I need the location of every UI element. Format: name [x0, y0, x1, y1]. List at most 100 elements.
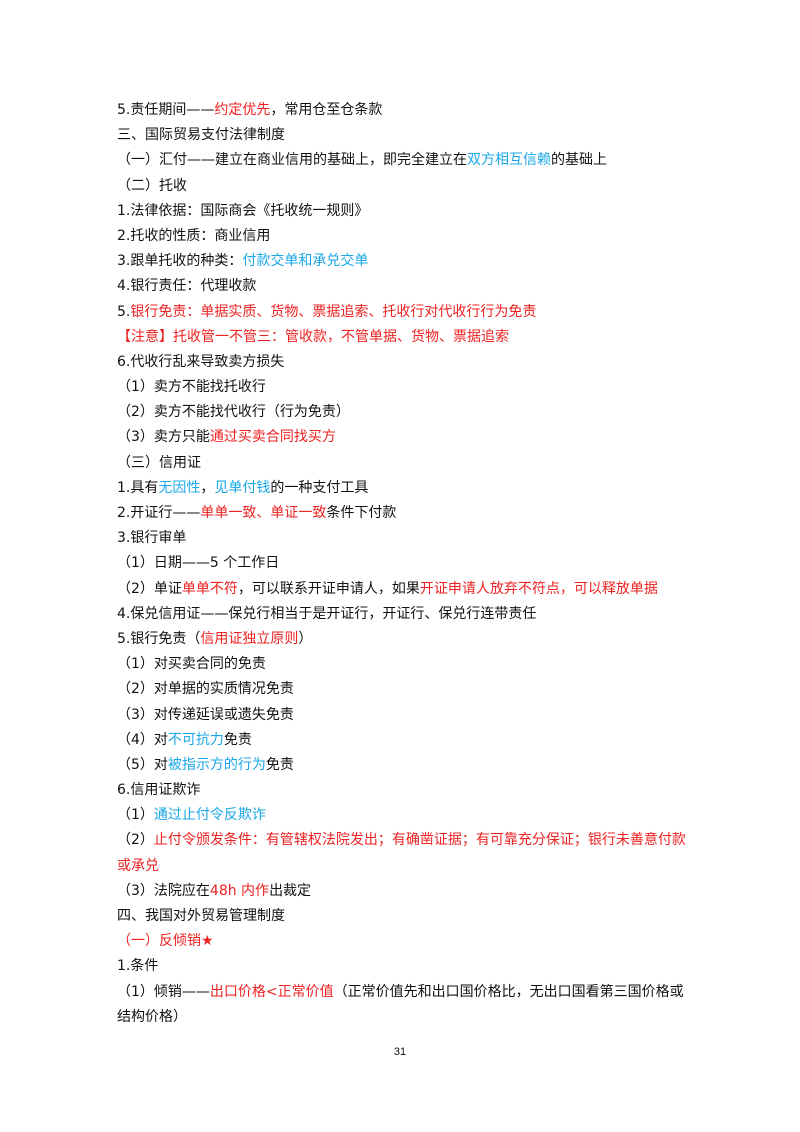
text-segment: （三）信用证 — [117, 454, 201, 471]
text-segment: （1）倾销—— — [117, 983, 210, 1000]
text-segment: 1.具有 — [117, 479, 159, 496]
text-line: 6.代收行乱来导致卖方损失 — [117, 350, 697, 375]
text-segment: 见单付钱 — [214, 479, 271, 496]
text-segment: ， — [200, 479, 215, 496]
text-segment: 6.代收行乱来导致卖方损失 — [117, 353, 285, 370]
text-segment: 48h 内作 — [209, 882, 270, 899]
text-segment: 1.条件 — [117, 958, 159, 975]
text-segment: 约定优先 — [214, 102, 271, 118]
text-segment: （1）卖方不能找托收行 — [117, 379, 266, 396]
text-line: （2）对单据的实质情况免责 — [117, 677, 697, 702]
text-line: （一）汇付——建立在商业信用的基础上，即完全建立在双方相互信赖的基础上 — [117, 148, 697, 173]
text-segment: （一）反倾销★ — [117, 933, 214, 950]
text-line: （1）对买卖合同的免责 — [117, 652, 697, 677]
text-line: 1.条件 — [117, 954, 697, 979]
text-segment: 单单不符 — [181, 580, 238, 597]
text-segment: ） — [298, 630, 313, 647]
text-line: 四、我国对外贸易管理制度 — [117, 904, 697, 929]
text-segment: 3.跟单托收的种类： — [117, 253, 243, 270]
text-line: （3）卖方只能通过买卖合同找买方 — [117, 425, 697, 450]
text-segment: 三、国际贸易支付法律制度 — [117, 127, 285, 144]
text-line: 5.银行免责：单据实质、货物、票据追索、托收行对代收行行为免责 — [117, 300, 697, 325]
text-segment: 的一种支付工具 — [270, 479, 369, 496]
text-segment: 2.开证行—— — [117, 505, 201, 521]
text-line: （4）对不可抗力免责 — [117, 728, 697, 753]
text-line: 3.银行审单 — [117, 526, 697, 551]
text-line: 5.责任期间——约定优先，常用仓至仓条款 — [117, 98, 697, 123]
text-segment: 免责 — [265, 756, 294, 773]
text-segment: 4.保兑信用证——保兑行相当于是开证行，开证行、保兑行连带责任 — [117, 605, 537, 622]
text-line: 5.银行免责（信用证独立原则） — [117, 627, 697, 652]
page-number: 31 — [393, 1046, 407, 1058]
text-segment: （3）卖方只能 — [117, 429, 210, 446]
text-segment: 4.银行责任：代理收款 — [117, 278, 257, 295]
text-line: 1.具有无因性，见单付钱的一种支付工具 — [117, 476, 697, 501]
text-line: 6.信用证欺诈 — [117, 778, 697, 803]
text-line: （一）反倾销★ — [117, 929, 697, 954]
text-segment: 【注意】托收管一不管三：管收款，不管单据、货物、票据追索 — [117, 328, 509, 345]
text-segment: （1）日期——5 个工作日 — [117, 555, 280, 572]
text-segment: 1.法律依据：国际商会《托收统一规则》 — [117, 202, 369, 219]
text-segment: （2） — [117, 832, 154, 849]
text-line: 三、国际贸易支付法律制度 — [117, 123, 697, 148]
text-line: （2）止付令颁发条件：有管辖权法院发出；有确凿证据；有可靠充分保证；银行未善意付… — [117, 828, 697, 878]
text-segment: （一）汇付——建立在商业信用的基础上，即完全建立在 — [117, 152, 467, 169]
text-segment: （二）托收 — [117, 177, 187, 194]
text-segment: 信用证独立原则 — [200, 630, 299, 647]
text-segment: （2）卖方不能找代收行（行为免责） — [117, 404, 350, 421]
text-line: （2）单证单单不符，可以联系开证申请人，如果开证申请人放弃不符点，可以释放单据 — [117, 577, 697, 602]
text-segment: 付款交单和承兑交单 — [242, 253, 369, 270]
text-segment: （2）对单据的实质情况免责 — [117, 681, 294, 698]
text-segment: 通过止付令反欺诈 — [153, 807, 266, 824]
text-line: （1）倾销——出口价格<正常价值（正常价值先和出口国价格比，无出口国看第三国价格… — [117, 980, 697, 1030]
text-line: （1）卖方不能找托收行 — [117, 375, 697, 400]
text-segment: 双方相互信赖 — [467, 152, 551, 169]
text-segment: 条件下付款 — [326, 505, 397, 521]
text-line: （3）法院应在48h 内作出裁定 — [117, 879, 697, 904]
text-segment: 不可抗力 — [167, 731, 224, 748]
text-line: 4.银行责任：代理收款 — [117, 274, 697, 299]
text-segment: （4）对 — [117, 731, 168, 748]
document-body: 5.责任期间——约定优先，常用仓至仓条款三、国际贸易支付法律制度 （一）汇付——建… — [117, 98, 697, 1030]
text-segment: 四、我国对外贸易管理制度 — [117, 908, 285, 925]
text-segment: （1）对买卖合同的免责 — [117, 656, 266, 673]
text-segment: 出裁定 — [269, 882, 312, 899]
text-segment: 通过买卖合同找买方 — [209, 429, 336, 446]
text-segment: 5.责任期间—— — [117, 102, 215, 118]
text-segment: （5）对 — [117, 756, 168, 773]
text-segment: （2）单证 — [117, 580, 182, 597]
text-segment: 开证申请人放弃不符点，可以释放单据 — [419, 580, 658, 597]
text-segment: 无因性 — [158, 479, 201, 496]
text-segment: 6.信用证欺诈 — [117, 782, 201, 799]
text-segment: ，常用仓至仓条款 — [270, 102, 383, 118]
text-line: （1）通过止付令反欺诈 — [117, 803, 697, 828]
text-segment: 止付令颁发条件：有管辖权法院发出；有确凿证据；有可靠充分保证；银行未善意付款或承… — [117, 832, 686, 874]
text-segment: （1） — [117, 807, 154, 824]
text-segment: 免责 — [223, 731, 252, 748]
text-segment: ，可以联系开证申请人，如果 — [237, 580, 420, 597]
text-segment: （3）法院应在 — [117, 882, 210, 899]
text-line: 【注意】托收管一不管三：管收款，不管单据、货物、票据追索 — [117, 325, 697, 350]
text-line: （2）卖方不能找代收行（行为免责） — [117, 400, 697, 425]
text-segment: 单单一致、单证一致 — [200, 505, 327, 521]
text-line: 4.保兑信用证——保兑行相当于是开证行，开证行、保兑行连带责任 — [117, 602, 697, 627]
text-segment: （3）对传递延误或遗失免责 — [117, 706, 294, 723]
text-line: 2.开证行——单单一致、单证一致条件下付款 — [117, 501, 697, 526]
text-line: （1）日期——5 个工作日 — [117, 551, 697, 576]
text-segment: （正常价值先和出口国价格比，无出口国看第三国价格或结构价格） — [117, 983, 684, 1025]
text-segment: 的基础上 — [551, 152, 607, 169]
text-line: （三）信用证 — [117, 451, 697, 476]
text-segment: 5.银行免责（ — [117, 630, 201, 647]
text-line: （3）对传递延误或遗失免责 — [117, 703, 697, 728]
text-line: （5）对被指示方的行为免责 — [117, 753, 697, 778]
text-segment: 5. — [117, 303, 131, 320]
text-segment: 被指示方的行为 — [167, 756, 266, 773]
text-segment: 2.托收的性质：商业信用 — [117, 227, 271, 244]
text-line: （二）托收 — [117, 174, 697, 199]
text-line: 2.托收的性质：商业信用 — [117, 224, 697, 249]
text-segment: 出口价格<正常价值 — [209, 983, 334, 1000]
text-segment: 银行免责：单据实质、货物、票据追索、托收行对代收行行为免责 — [130, 303, 537, 320]
text-line: 3.跟单托收的种类：付款交单和承兑交单 — [117, 249, 697, 274]
text-line: 1.法律依据：国际商会《托收统一规则》 — [117, 199, 697, 224]
